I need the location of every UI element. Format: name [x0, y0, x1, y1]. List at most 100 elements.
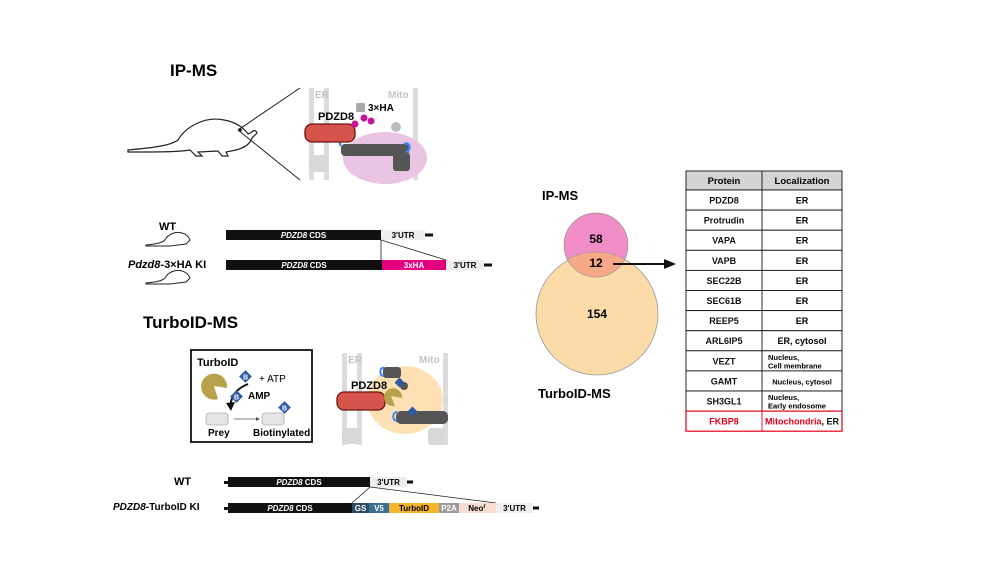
table-cell-localization: ER [796, 276, 809, 286]
turbo-p2a-segment [439, 503, 459, 513]
turbo-v5-label: V5 [374, 504, 384, 513]
turbo-er-label: ER [348, 355, 363, 366]
venn-bottom-only-count: 154 [587, 307, 607, 321]
ip-protein-label: PDZD8 [318, 111, 354, 123]
table-cell-localization: Mitochondria, ER [765, 417, 840, 427]
turbo-atp-label: + ATP [259, 374, 286, 385]
turbo-p2a-label: P2A [441, 504, 457, 513]
ip-wt-label: WT [159, 221, 176, 233]
table-row [685, 410, 843, 432]
biotin-mark: B [243, 375, 248, 382]
table-cell-localization-line2: Cell membrane [768, 361, 822, 370]
turbo-protein-label: PDZD8 [351, 380, 387, 392]
overlap-arrowhead-icon [664, 259, 676, 269]
turbo-mito-label: Mito [419, 355, 440, 366]
table-cell-protein: VAPA [712, 236, 736, 246]
venn-top-label: IP-MS [542, 188, 578, 203]
table-cell-localization: ER [796, 316, 809, 326]
turbo-neo-segment [459, 503, 496, 513]
biotin-icon-3: B [278, 401, 291, 414]
zoom-line-top [237, 87, 301, 131]
ip-ki-cds-label: PDZD8 CDS [281, 261, 327, 270]
ip-ki-tail [484, 263, 492, 267]
turboid-enzyme-icon [201, 373, 228, 400]
biotin-mark: B [234, 395, 239, 402]
zoom-line-bottom [237, 129, 301, 181]
table-cell-protein: SEC61B [706, 296, 742, 306]
biotin-icon-1: B [239, 370, 252, 383]
prey-icon [205, 412, 229, 426]
ip-ki-label: Pdzd8-3×HA KI [128, 259, 206, 271]
ip-ms-title: IP-MS [170, 61, 217, 80]
table-cell-protein: Protrudin [704, 216, 745, 226]
turbo-connector-2 [369, 486, 497, 504]
ip-wt-utr-bar [381, 230, 425, 240]
ip-wt-cds-label: PDZD8 CDS [281, 231, 327, 240]
ip-tag-label: 3×HA [368, 103, 394, 114]
table-header-cell: Protein [708, 176, 741, 187]
table-cell-localization: ER [796, 256, 809, 266]
turbo-wt-tail [407, 480, 413, 484]
ip-wt-cds-bar [226, 230, 381, 240]
table-cell-protein: VEZT [712, 356, 736, 366]
small-mouse-wt [145, 231, 191, 247]
turbo-gs-segment [352, 503, 369, 513]
table-cell-protein: SH3GL1 [706, 397, 741, 407]
turbo-biotinylated-label: Biotinylated [253, 428, 310, 439]
table-cell-protein: ARL6IP5 [705, 336, 742, 346]
turbo-turboid-segment [389, 503, 439, 513]
table-cell-localization: ER [796, 236, 809, 246]
table-cell-localization: ER [796, 296, 809, 306]
turbo-reaction-box [190, 349, 313, 443]
table-cell-protein: SEC22B [706, 276, 742, 286]
table-cell-localization: ER [796, 216, 809, 226]
table-cell-localization: ER [796, 196, 809, 206]
turbo-wt-utr-bar [370, 477, 407, 487]
turbo-amp-label: AMP [248, 391, 271, 402]
ip-wt-tail [425, 233, 433, 237]
ip-wt-utr-label: 3'UTR [392, 231, 415, 240]
turbo-prey-label: Prey [208, 428, 230, 439]
venn-bottom-label: TurboID-MS [538, 386, 611, 401]
turbo-cell-schematic [336, 353, 448, 445]
turbo-ki-cds-label: PDZD8 CDS [267, 504, 313, 513]
ip-ki-utr-bar [446, 260, 484, 270]
turbo-wt-head [224, 481, 228, 484]
biotin-mark: B [282, 406, 287, 413]
table-cell-protein: REEP5 [709, 316, 739, 326]
turbo-ki-label: PDZD8-TurboID KI [113, 502, 200, 513]
ip-cell-schematic [304, 88, 427, 184]
turbo-box-turboid-label: TurboID [197, 357, 238, 369]
turbo-ki-head [224, 507, 228, 510]
table-cell-localization: Nucleus, cytosol [772, 377, 832, 386]
table-cell-localization: Nucleus, [768, 393, 799, 402]
small-mouse-ki [145, 269, 191, 285]
turbo-wt-cds-bar [228, 477, 370, 487]
table-row [685, 249, 843, 271]
ip-er-label: ER [315, 90, 330, 101]
table-cell-localization-line2: Early endosome [768, 402, 826, 411]
turbo-v5-segment [369, 503, 389, 513]
turbo-ki-tail [533, 506, 539, 510]
table-cell-protein: PDZD8 [709, 196, 739, 206]
turbo-gs-label: GS [355, 504, 367, 513]
table-cell-protein: GAMT [711, 376, 738, 386]
turbo-turboid-seg-label: TurboID [399, 504, 429, 513]
ip-mito-label: Mito [388, 90, 409, 101]
ip-ki-utr-label: 3'UTR [454, 261, 477, 270]
turbo-wt-cds-label: PDZD8 CDS [276, 478, 322, 487]
table-cell-localization: ER, cytosol [777, 336, 826, 346]
ip-connector-2 [380, 239, 447, 261]
turbo-wt-utr-label: 3'UTR [377, 478, 400, 487]
venn-overlap-count: 12 [589, 256, 603, 270]
table-header-cell: Localization [775, 176, 830, 187]
turbo-ms-title: TurboID-MS [143, 313, 238, 332]
ip-ha-segment [382, 260, 446, 270]
venn-overlap-region [566, 251, 626, 278]
turbo-ki-utr-bar [496, 503, 533, 513]
ip-ki-cds-bar [226, 260, 382, 270]
table-cell-protein: VAPB [712, 256, 737, 266]
ip-ha-label: 3xHA [404, 261, 425, 270]
